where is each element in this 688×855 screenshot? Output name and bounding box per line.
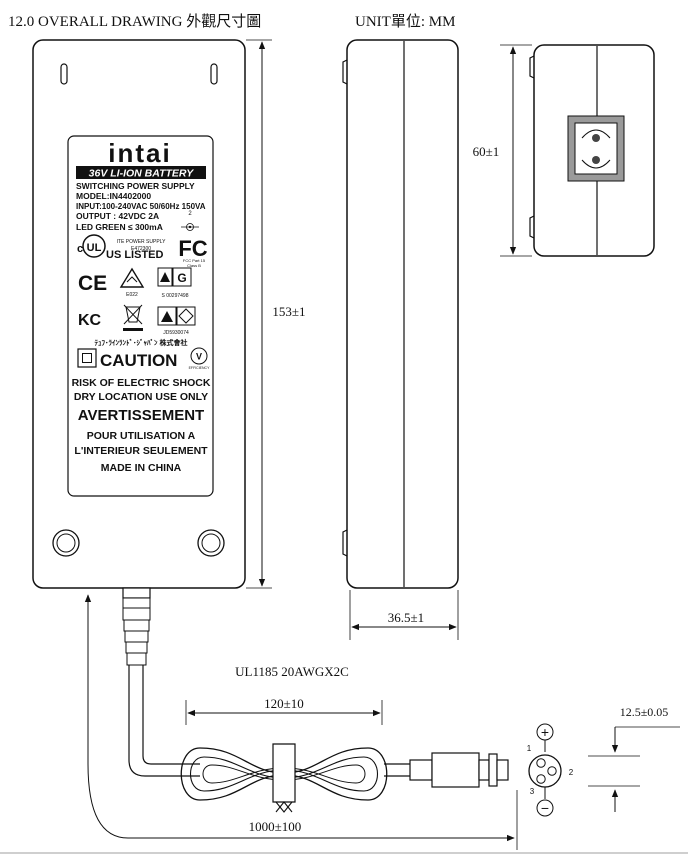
ul-listed-mark: c UL US LISTED ITE POWER SUPPLY E472300 — [77, 234, 166, 261]
foot-left-inner — [56, 533, 76, 553]
polarity-number: 2 — [188, 211, 192, 217]
french-line-1: POUR UTILISATION A — [87, 430, 196, 442]
length-dimension: 153±1 — [246, 39, 306, 589]
fcc-class: Class B — [187, 263, 201, 268]
saa-mark-icon — [157, 267, 173, 287]
avertissement-text: AVERTISSEMENT — [78, 407, 204, 424]
fcc-logo: FC — [178, 236, 207, 261]
diamond-mark-icon — [176, 306, 196, 326]
cable-outer — [128, 665, 200, 777]
us-listed-text: US LISTED — [106, 249, 164, 261]
pin-3 — [536, 774, 546, 784]
adapter-body-side — [346, 39, 459, 589]
japanese-line: ﾃｭﾌ･ﾗｲﾝﾗﾝﾄﾞ･ｼﾞｬﾊﾟﾝ 株式會社 — [95, 338, 188, 347]
class2-inner-square — [82, 353, 92, 363]
class2-square-icon — [77, 348, 97, 368]
spec-line-1: SWITCHING POWER SUPPLY — [76, 181, 195, 191]
end-view — [529, 44, 655, 257]
minus-sign: − — [541, 800, 549, 816]
height-dimension: 60±1 — [473, 44, 532, 257]
cable-tie — [272, 743, 296, 813]
battery-text: 36V LI-ION BATTERY — [89, 168, 195, 180]
end-tab-bottom — [529, 215, 535, 239]
ce-mark: CE — [78, 272, 107, 295]
coil-value: 120±10 — [264, 696, 304, 711]
gs-mark-icon: G — [172, 267, 192, 287]
connector-dimension: 12.5±0.05 — [588, 705, 680, 812]
dc-connector — [409, 752, 509, 788]
pin-1 — [536, 758, 546, 768]
warning-line-2: DRY LOCATION USE ONLY — [74, 391, 208, 403]
unit-label: UNIT單位: MM — [355, 13, 455, 30]
pin-1-label: 1 — [527, 744, 532, 753]
foot-right-inner — [201, 533, 221, 553]
ac-inlet-icon — [567, 115, 625, 182]
s-code: S 00297498 — [162, 293, 189, 299]
width-value: 36.5±1 — [388, 610, 424, 625]
french-line-2: L'INTERIEUR SEULEMENT — [74, 445, 208, 457]
coil-dimension: 120±10 — [185, 696, 383, 725]
ul-circle-icon — [82, 234, 106, 258]
triangle-mark-icon: E022 — [119, 267, 145, 298]
minus-symbol-icon — [536, 799, 554, 817]
connector-value: 12.5±0.05 — [620, 705, 669, 719]
connector-pinout: + 1 2 3 − — [527, 723, 574, 817]
plus-sign: + — [541, 724, 549, 740]
ite-text: ITE POWER SUPPLY — [117, 239, 166, 245]
e-code: E022 — [126, 292, 138, 298]
pin-2-label: 2 — [569, 768, 574, 777]
cable-length-dimension: 1000±100 — [84, 594, 518, 850]
vent-slot-left — [60, 63, 68, 85]
cable-length-value: 1000±100 — [249, 819, 302, 834]
efficiency-letter: V — [196, 352, 202, 362]
pin-2 — [547, 766, 557, 776]
efficiency-text: EFFICIENCY — [189, 366, 210, 370]
fcc-mark: FC FCC Part 15 Class B — [178, 236, 207, 268]
efficiency-mark-icon — [190, 347, 208, 365]
pin-3-label: 3 — [530, 787, 535, 796]
brand-logo: intai — [108, 138, 171, 168]
length-value: 153±1 — [272, 304, 305, 319]
rating-label-frame — [67, 135, 214, 497]
svg-text:G: G — [177, 271, 186, 285]
spec-line-3: INPUT:100-240VAC 50/60Hz 150VA — [76, 202, 206, 211]
foot-left — [52, 529, 80, 557]
ite-code: E472300 — [131, 246, 151, 252]
warning-line-1: RISK OF ELECTRIC SHOCK — [72, 377, 211, 389]
front-view: intai 36V LI-ION BATTERY SWITCHING POWER… — [32, 39, 246, 777]
width-dimension: 36.5±1 — [349, 590, 459, 640]
c-mark: c — [77, 243, 83, 255]
made-in-text: MADE IN CHINA — [101, 462, 182, 474]
height-value: 60±1 — [473, 144, 500, 159]
cable-spec: UL1185 20AWGX2C — [235, 664, 349, 679]
side-tab-top — [342, 59, 348, 85]
polarity-icon: 2 — [181, 211, 199, 231]
weee-bin-icon — [123, 304, 143, 331]
jis-code: JD5930074 — [163, 330, 189, 336]
cable-inner — [142, 665, 200, 765]
pse-mark-icon — [157, 306, 177, 326]
kc-mark: KC — [78, 312, 102, 329]
caution-text: CAUTION — [100, 351, 177, 370]
strain-relief — [122, 587, 151, 666]
end-tab-top — [529, 55, 535, 79]
fcc-part: FCC Part 15 — [183, 258, 206, 263]
spec-line-4: OUTPUT : 42VDC 2A — [76, 211, 159, 221]
foot-right — [197, 529, 225, 557]
spec-line-2: MODEL:IN4402000 — [76, 191, 151, 201]
battery-banner — [76, 166, 206, 179]
spec-line-5: LED GREEN ≤ 300mA — [76, 222, 163, 232]
ul-glyph: UL — [87, 242, 102, 254]
drawing-title: 12.0 OVERALL DRAWING 外觀尺寸圖 — [8, 13, 261, 30]
vent-slot-right — [210, 63, 218, 85]
rating-label: intai 36V LI-ION BATTERY SWITCHING POWER… — [67, 135, 214, 497]
side-view — [342, 39, 459, 589]
side-tab-bottom — [342, 529, 348, 557]
